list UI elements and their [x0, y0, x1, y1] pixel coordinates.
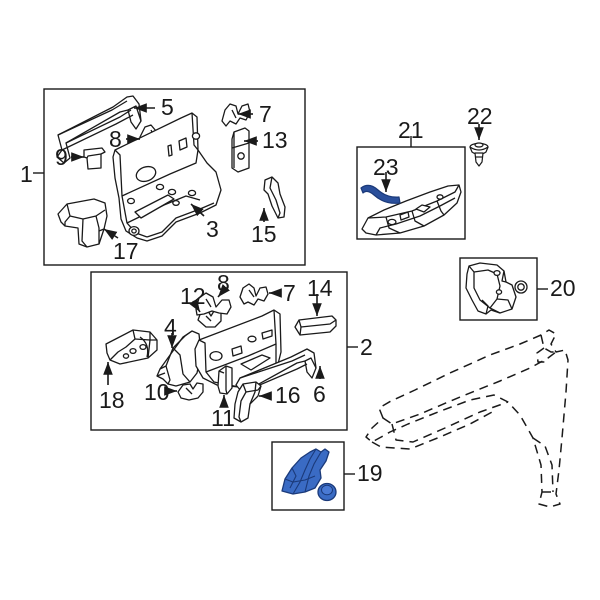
group-callout-lines	[33, 136, 548, 475]
part-19-apron-brace	[281, 448, 337, 502]
part-7-bracket-upper	[221, 103, 251, 127]
part-11-stud-bracket	[217, 365, 233, 395]
arrow-12	[189, 298, 201, 313]
arrow-3	[190, 203, 205, 217]
part-18-mount-plate	[105, 329, 158, 365]
callout-label-8a: 8	[109, 126, 122, 152]
part-15-brace	[263, 176, 286, 219]
callout-label-3: 3	[206, 216, 219, 242]
callout-label-7b: 7	[283, 280, 296, 306]
callout-label-4: 4	[164, 314, 177, 340]
arrow-17	[103, 228, 119, 240]
part-13-block	[231, 127, 250, 173]
callout-label-14: 14	[307, 275, 333, 301]
callout-label-22: 22	[467, 103, 493, 129]
part-23-seal-strip	[360, 184, 401, 204]
arrow-8-lower	[217, 284, 230, 298]
part-14-trim-strip	[294, 315, 337, 336]
group-box-19	[271, 441, 345, 511]
callout-label-2: 2	[360, 334, 373, 360]
callout-label-1: 1	[20, 161, 33, 187]
callout-label-23: 23	[373, 154, 399, 180]
group-box-1	[43, 88, 306, 266]
part-8-bracket-lower	[195, 292, 232, 316]
group-box-2	[90, 271, 348, 431]
callout-label-6: 6	[313, 381, 326, 407]
group-2-arrows	[103, 284, 325, 408]
part-20-wheelhouse-panel	[465, 262, 528, 315]
group-21-parts	[360, 184, 462, 236]
part-21-splash-shield	[361, 184, 462, 236]
callout-label-13: 13	[262, 127, 288, 153]
callout-label-17: 17	[113, 238, 139, 264]
part-4-extension-panel	[156, 330, 202, 387]
group-1-arrows	[71, 103, 269, 240]
part-9-clip	[83, 147, 106, 170]
callout-label-20: 20	[550, 275, 576, 301]
part-16-angle-bracket	[233, 381, 262, 423]
part-10-clip-nut	[177, 382, 204, 401]
callout-label-8b: 8	[217, 270, 230, 296]
callout-label-10: 10	[144, 379, 170, 405]
part-6-lower-rail	[235, 348, 317, 392]
callout-label-15: 15	[251, 221, 277, 247]
part-3-apron-panel	[112, 112, 222, 242]
callout-label-11: 11	[211, 405, 235, 431]
callout-label-16: 16	[275, 382, 301, 408]
callout-label-12: 12	[180, 283, 206, 309]
part-2-main-panel	[194, 309, 282, 388]
part-5-apron-rail	[56, 95, 142, 164]
group-19-parts	[281, 448, 337, 502]
group-2-parts	[105, 283, 337, 423]
callout-label-19: 19	[357, 460, 383, 486]
front-fender-phantom-outline	[365, 329, 569, 508]
part-7-bracket-lower	[239, 283, 269, 306]
callout-label-18: 18	[99, 387, 125, 413]
part-22-push-pin-clip	[469, 142, 489, 167]
callout-label-21: 21	[398, 117, 424, 143]
callout-label-5: 5	[161, 94, 174, 120]
callout-label-9: 9	[55, 144, 68, 170]
callout-label-7a: 7	[259, 101, 272, 127]
part-17-extension-bracket	[57, 198, 108, 248]
group-20-parts	[465, 262, 528, 315]
